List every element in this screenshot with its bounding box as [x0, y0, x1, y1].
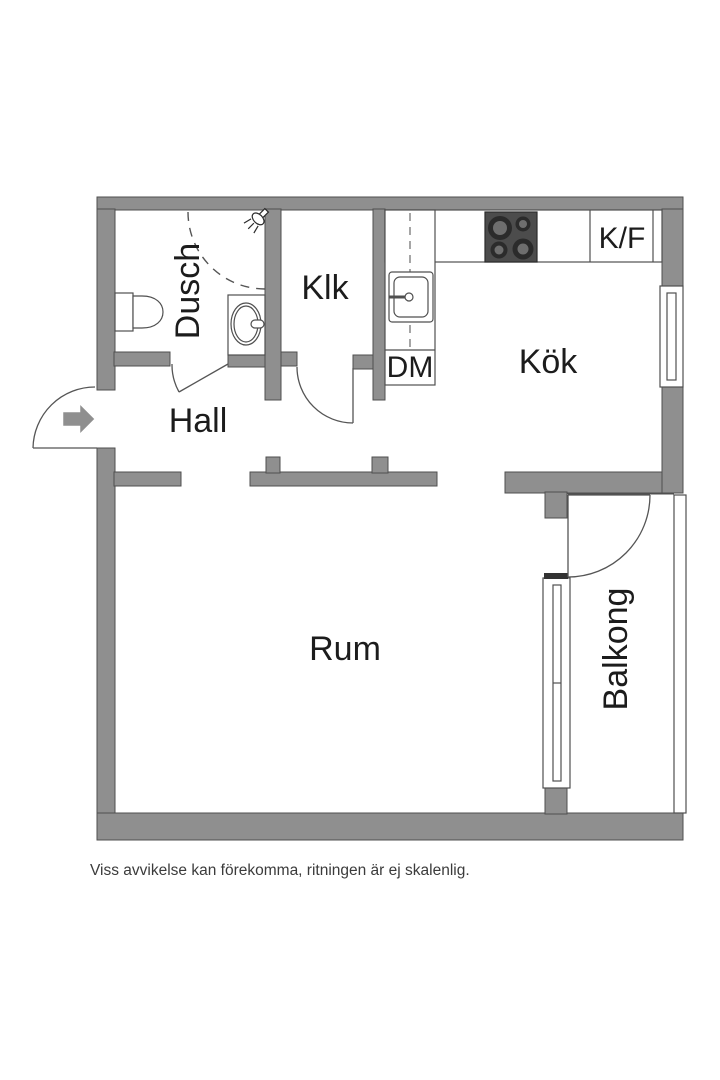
- kitchen-sink-icon: [388, 271, 434, 323]
- wall-dusch-klk: [264, 208, 282, 401]
- wall-bottom: [96, 812, 684, 841]
- toilet-icon: [114, 292, 164, 332]
- wall-top: [96, 196, 684, 211]
- room-label-hall: Hall: [168, 402, 228, 440]
- wall-hall-rum: [249, 471, 438, 487]
- kitchen-fittings: [384, 209, 663, 386]
- appliance-label-kf: K/F: [598, 222, 646, 255]
- disclaimer-text: Viss avvikelse kan förekomma, ritningen …: [90, 862, 470, 879]
- wall-hall-stub-left: [113, 471, 182, 487]
- klk-door: [296, 366, 354, 424]
- kitchen-window: [659, 285, 684, 388]
- wall-left-lower: [96, 447, 116, 815]
- windows: [542, 285, 687, 814]
- entrance-door: [32, 386, 97, 449]
- bathroom-sink-icon: [227, 294, 266, 356]
- room-label-dusch: Dusch: [169, 242, 207, 340]
- bathroom-door: [171, 363, 229, 393]
- wall-bath-bottom-sink: [227, 354, 266, 368]
- balcony-window: [542, 573, 571, 789]
- room-label-kok: Kök: [518, 343, 578, 381]
- balcony-railing: [673, 494, 687, 814]
- wall-kitchen-rum: [504, 471, 663, 494]
- wall-balcony-stub-lower: [544, 785, 568, 815]
- appliance-label-dm: DM: [386, 351, 434, 384]
- wall-bath-bottom-left: [113, 351, 171, 367]
- room-label-rum: Rum: [309, 630, 381, 668]
- wall-balcony-stub-upper: [544, 491, 568, 519]
- wall-left-upper: [96, 208, 116, 391]
- stove-icon: [484, 211, 538, 263]
- wall-klk-kitchen: [372, 208, 386, 401]
- room-label-balkong: Balkong: [597, 587, 635, 711]
- bathroom-fittings: [114, 207, 270, 356]
- shower-head-icon: [243, 207, 270, 234]
- wall-klk-bottom-right: [352, 354, 374, 370]
- wall-stub-a: [265, 456, 281, 474]
- balcony-door: [567, 494, 651, 578]
- entrance-arrow-icon: [60, 398, 98, 440]
- doors: [32, 363, 651, 578]
- wall-stub-b: [371, 456, 389, 474]
- room-label-klk: Klk: [301, 269, 349, 307]
- wall-klk-bottom-left: [280, 351, 298, 367]
